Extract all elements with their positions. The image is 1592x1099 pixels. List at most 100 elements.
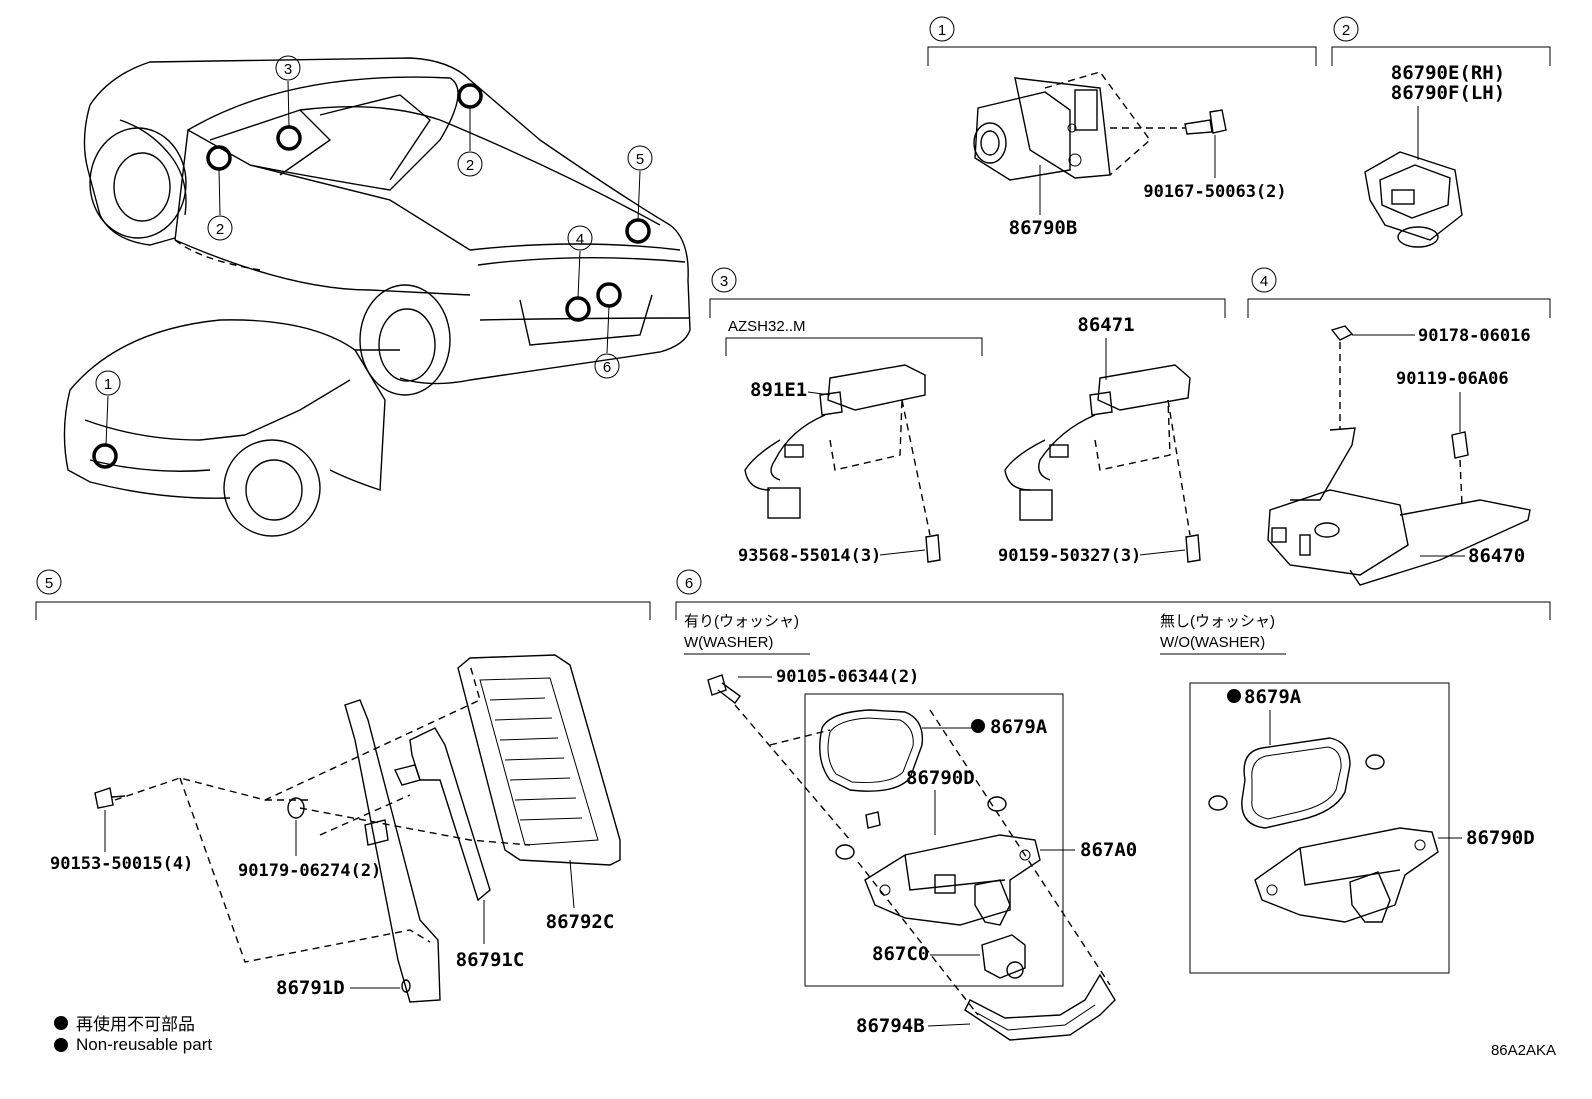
bolt-90105 [707,674,741,704]
section-1-bracket [927,46,1317,66]
part-891E1-label: 891E1 [750,379,807,401]
section-2-number-circle [1333,16,1359,42]
part-90167-50063-label: 90167-50063(2) [1143,182,1286,202]
washer-ring-w-1 [987,796,1007,812]
bracket-86791C [364,727,491,902]
rear-car-illustration [83,57,691,396]
camera-867C0 [981,934,1026,979]
part-86790F-label: 86790F(LH) [1391,82,1505,104]
part-86790B-label: 86790B [1009,217,1078,239]
rear-camera-assy-867A0 [864,834,1041,926]
camera-location-rings [92,83,651,469]
part-90159-50327-label: 90159-50327(3) [998,546,1141,566]
screw-93568 [925,534,941,563]
section-6-number: 6 [685,575,693,592]
location-ring-front [92,443,118,469]
car-callout-2b [457,151,483,177]
car-callout-4 [567,225,593,251]
part-86790E-label: 86790E(RH) [1391,62,1505,84]
car-callout-1 [95,370,121,396]
section-3-bracket [709,298,1226,318]
car-callout-3 [275,55,301,81]
location-ring-side-rh [457,83,483,109]
part-86794B-label: 86794B [856,1015,925,1037]
part-90178-06016-label: 90178-06016 [1418,326,1531,346]
legend-dot-icon [54,1038,68,1052]
windshield-camera-86471 [1004,364,1191,521]
front-camera-86790B [973,77,1111,181]
legend-jp: 再使用不可部品 [54,1010,195,1035]
ecu-86792C [457,654,621,866]
section-4: 4 90178-06016 90119-06A06 86470 [1247,267,1551,586]
without-washer-jp-label: 無し(ウォッシャ) [1160,613,1275,630]
section-2-number: 2 [1342,22,1350,39]
part-86790D-w-label: 86790D [906,767,975,789]
diagram-code: 86A2AKA [1490,1042,1556,1059]
part-8679A-w-label: 8679A [990,716,1048,738]
part-86790D-wo-label: 86790D [1466,827,1535,849]
part-90105-06344-label: 90105-06344(2) [776,667,919,687]
legend-en-text: Non-reusable part [76,1035,213,1054]
section-3-number: 3 [720,273,728,290]
section-4-bracket [1247,298,1551,318]
rear-camera-86790D-wo [1254,827,1439,923]
nut-90179 [287,797,305,819]
section-6-number-circle [676,569,702,595]
windshield-camera-891E1 [744,364,926,519]
section-2: 2 86790E(RH) 86790F(LH) [1331,16,1551,248]
non-reusable-dot-w [971,719,985,733]
location-ring-side-lh [206,145,232,171]
part-90153-50015-label: 90153-50015(4) [50,854,193,874]
car-callout-5-label: 5 [636,151,644,168]
section-4-number: 4 [1260,273,1268,290]
section-5-bracket [35,601,651,620]
car-callout-6 [594,353,620,379]
part-86792C-label: 86792C [546,911,615,933]
washer-ring-wo-1 [1208,795,1228,811]
without-washer-box [1189,682,1450,974]
section-3-sub-bracket [725,337,983,356]
part-86791C-label: 86791C [456,949,525,971]
with-washer-box [804,693,1064,987]
part-90179-06274-label: 90179-06274(2) [238,861,381,881]
car-callout-4-label: 4 [576,231,584,248]
section-2-bracket [1331,46,1551,66]
car-callout-2a-label: 2 [216,221,224,238]
section-4-number-circle [1251,267,1277,293]
bracket-86791D [344,699,441,1003]
section-5-number-circle [36,569,62,595]
car-callout-3-label: 3 [284,61,292,78]
section-3-number-circle [711,267,737,293]
location-ring-rear-ecu [625,218,651,244]
part-93568-55014-label: 93568-55014(3) [738,546,881,566]
bolt-90167 [1184,109,1227,135]
nut-90178 [1330,325,1354,341]
part-86471-label: 86471 [1077,314,1134,336]
car-callout-2a [207,215,233,241]
part-86470-label: 86470 [1468,545,1525,567]
washer-ring-w-2 [835,844,855,860]
front-car-illustration [63,319,400,537]
with-washer-en-label: W(WASHER) [684,634,773,651]
gasket-8679A-wo [1241,737,1351,829]
gasket-8679A-w [819,709,924,792]
car-callout-2b-label: 2 [466,157,474,174]
part-8679A-wo-label: 8679A [1244,686,1302,708]
screw-90153 [94,787,126,809]
section-6-bracket [675,601,1551,620]
without-washer-en-label: W/O(WASHER) [1160,634,1265,651]
section-1-number-circle [929,16,955,42]
section-1-number: 1 [938,22,946,39]
location-ring-rear-radar [565,296,591,322]
cover-86794B [964,973,1116,1041]
legend-jp-text: 再使用不可部品 [76,1015,195,1034]
bolt-90119 [1451,431,1469,459]
radar-unit-86470 [1267,427,1531,586]
section-6: 6 有り(ウォッシャ) W(WASHER) 無し(ウォッシャ) W/O(WASH… [675,569,1551,1041]
location-ring-rear-camera [596,282,622,308]
part-867A0-label: 867A0 [1080,839,1137,861]
with-washer-jp-label: 有り(ウォッシャ) [684,613,799,630]
section-5-number: 5 [45,575,53,592]
non-reusable-dot-wo [1227,689,1241,703]
